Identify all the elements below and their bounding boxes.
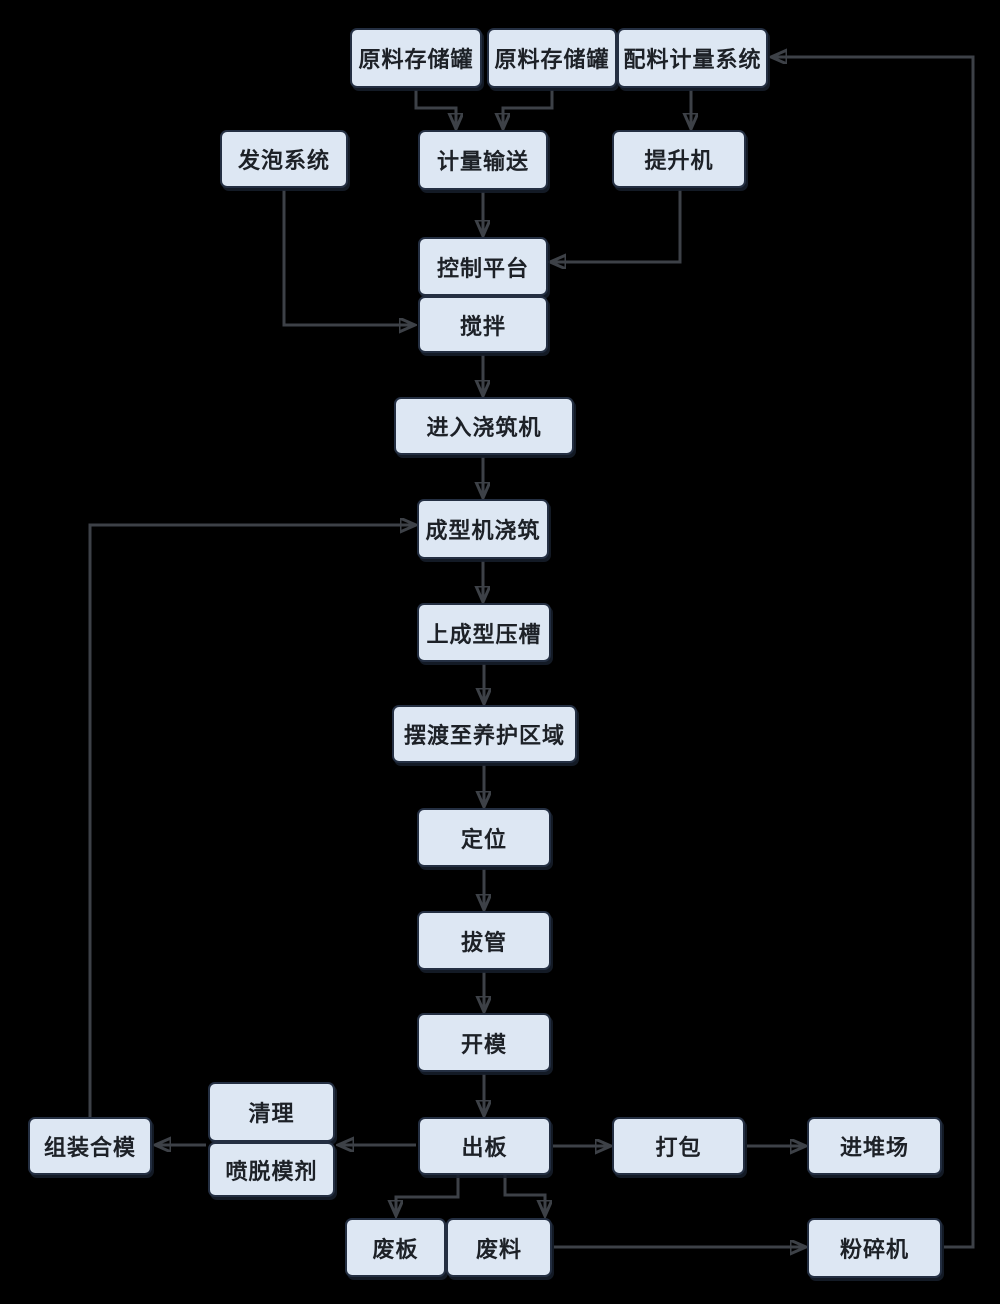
node-label: 控制平台 bbox=[436, 255, 529, 281]
node-packing: 打包 bbox=[612, 1117, 745, 1175]
node-foaming-system: 发泡系统 bbox=[220, 130, 348, 188]
node-hoist: 提升机 bbox=[612, 130, 746, 188]
node-label: 开模 bbox=[460, 1031, 507, 1057]
node-stacking-yard: 进堆场 bbox=[807, 1117, 942, 1175]
node-label: 粉碎机 bbox=[839, 1237, 909, 1262]
node-raw-tank-2: 原料存储罐 bbox=[487, 28, 617, 88]
node-stirring: 搅拌 bbox=[418, 296, 548, 353]
node-metering-conveyor: 计量输送 bbox=[418, 130, 548, 190]
node-forming-machine-casting: 成型机浇筑 bbox=[417, 499, 549, 559]
node-label: 出板 bbox=[461, 1135, 508, 1160]
node-ferry-to-curing-area: 摆渡至养护区域 bbox=[392, 705, 577, 763]
node-waste-board: 废板 bbox=[345, 1218, 446, 1277]
node-board-out: 出板 bbox=[418, 1117, 551, 1175]
node-positioning: 定位 bbox=[417, 808, 551, 867]
edge-board-out-to-waste-material bbox=[503, 1175, 545, 1214]
node-label: 清理 bbox=[248, 1101, 295, 1126]
node-label: 成型机浇筑 bbox=[425, 518, 541, 543]
node-label: 拔管 bbox=[460, 929, 507, 955]
node-pipe-pulling: 拔管 bbox=[417, 911, 551, 970]
node-label: 上成型压槽 bbox=[426, 621, 542, 647]
edge-hoist-to-control-platform bbox=[552, 190, 682, 262]
edge-foaming-system-to-stirring bbox=[282, 190, 413, 325]
node-control-platform: 控制平台 bbox=[418, 237, 548, 296]
node-label: 喷脱模剂 bbox=[225, 1158, 318, 1184]
node-mold-opening: 开模 bbox=[417, 1013, 551, 1072]
node-label: 定位 bbox=[460, 826, 507, 852]
node-spray-release-agent: 喷脱模剂 bbox=[208, 1142, 335, 1197]
node-label: 进堆场 bbox=[839, 1135, 909, 1160]
node-label: 打包 bbox=[655, 1135, 702, 1160]
node-assemble-mold: 组装合模 bbox=[28, 1117, 152, 1175]
node-label: 提升机 bbox=[644, 148, 714, 173]
node-cleaning: 清理 bbox=[208, 1082, 335, 1142]
node-label: 废板 bbox=[372, 1236, 419, 1262]
edge-assemble-mold-to-forming-machine-casting bbox=[88, 525, 414, 1117]
node-label: 计量输送 bbox=[436, 149, 529, 174]
edge-board-out-to-waste-board bbox=[396, 1175, 460, 1214]
node-raw-tank-1: 原料存储罐 bbox=[350, 28, 482, 88]
node-forming-press-groove: 上成型压槽 bbox=[417, 603, 551, 662]
node-label: 进入浇筑机 bbox=[426, 415, 542, 440]
node-label: 废料 bbox=[475, 1236, 522, 1262]
node-label: 配料计量系统 bbox=[623, 47, 762, 72]
edge-crusher-to-batching-system bbox=[773, 57, 975, 1249]
node-crusher: 粉碎机 bbox=[807, 1218, 942, 1278]
node-label: 搅拌 bbox=[459, 313, 506, 339]
node-waste-material: 废料 bbox=[446, 1218, 552, 1277]
node-enter-casting-machine: 进入浇筑机 bbox=[394, 397, 574, 455]
node-label: 组装合模 bbox=[43, 1135, 136, 1160]
node-batching-system: 配料计量系统 bbox=[617, 28, 768, 88]
node-label: 摆渡至养护区域 bbox=[403, 723, 565, 748]
node-label: 发泡系统 bbox=[237, 148, 330, 173]
edge-raw-tank-2-to-metering-conveyor bbox=[503, 90, 554, 127]
node-label: 原料存储罐 bbox=[494, 47, 610, 72]
node-label: 原料存储罐 bbox=[358, 47, 474, 72]
edge-raw-tank-1-to-metering-conveyor bbox=[414, 90, 456, 127]
